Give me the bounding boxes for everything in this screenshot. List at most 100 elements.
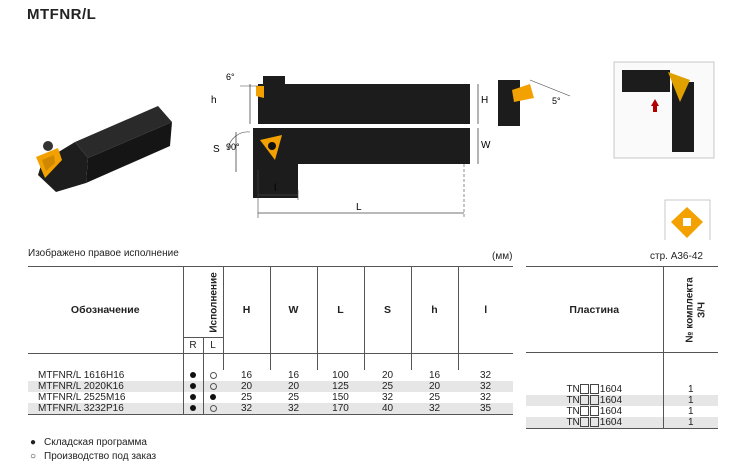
cell-L-len: 170: [317, 403, 365, 415]
specs-table: Обозначение Исполнение H W L S h l R L M…: [28, 266, 514, 415]
col-h: h: [410, 266, 459, 354]
cell-h: 25: [428, 392, 441, 403]
placeholder-box-icon: [590, 384, 600, 395]
cell-H: 20: [223, 381, 271, 392]
cell-W: 32: [270, 403, 318, 415]
tool-3d-image: [36, 106, 172, 192]
tool-drawing: h H S W l L 6° 90° 5°: [36, 61, 715, 240]
cell-L: [202, 381, 224, 392]
placeholder-box-icon: [590, 395, 600, 406]
side-view: [240, 76, 479, 124]
dim-h: h: [211, 95, 217, 106]
order-marker-icon: [209, 371, 217, 379]
legend-stock: ●Складская программа: [30, 437, 147, 448]
cell-L: [202, 392, 224, 403]
placeholder-box-icon: [580, 384, 590, 395]
page-title: MTFNR/L: [27, 6, 97, 23]
col-L: L: [316, 266, 365, 354]
cell-l: 35: [458, 403, 514, 415]
cell-L-len: 125: [317, 381, 365, 392]
col-W: W: [269, 266, 318, 354]
stock-marker-icon: [210, 394, 217, 401]
legend-order: ○Производство под заказ: [30, 451, 157, 462]
stock-marker-icon: [190, 372, 196, 379]
col-designation: Обозначение: [28, 266, 183, 354]
angle-5: 5°: [552, 96, 561, 106]
cell-kit: 1: [662, 406, 718, 417]
cell-S: 25: [364, 381, 412, 392]
cell-L-len: 150: [332, 392, 349, 403]
stock-marker-icon: [190, 383, 196, 390]
order-marker-icon: [209, 382, 217, 390]
table-row: MTFNR/L 2525M16 25 25 150 32 25 32: [28, 392, 513, 403]
dim-l: l: [274, 183, 276, 194]
dim-L: L: [356, 202, 362, 213]
placeholder-box-icon: [580, 417, 590, 428]
top-view: [227, 128, 479, 218]
placeholder-box-icon: [580, 395, 590, 406]
cell-R: [182, 403, 203, 415]
cell-kit: 1: [662, 395, 718, 406]
cell-L-len: 100: [332, 370, 349, 381]
cell-H: 16: [240, 370, 253, 381]
tool-photo: [613, 61, 715, 159]
cell-kit: 1: [662, 417, 718, 429]
cell-l: 32: [479, 370, 492, 381]
dim-W: W: [481, 140, 491, 151]
placeholder-box-icon: [590, 406, 600, 417]
cell-kit: 1: [662, 384, 718, 395]
angle-90: 90°: [226, 142, 240, 152]
cell-S: 20: [381, 370, 394, 381]
cell-l: 32: [458, 381, 514, 392]
cell-h: 20: [411, 381, 459, 392]
cell-H: 32: [223, 403, 271, 415]
col-H: H: [222, 266, 271, 354]
col-insert: Пластина: [526, 266, 663, 353]
angle-6: 6°: [226, 72, 235, 82]
cell-R: [182, 392, 203, 403]
cell-W: 20: [270, 381, 318, 392]
cell-R: [182, 381, 203, 392]
end-view: [498, 79, 571, 126]
units-label: (мм): [492, 251, 513, 262]
col-l: l: [457, 266, 514, 354]
table-row: MTFNR/L 1616H16 16 16 100 20 16 32: [28, 370, 513, 381]
cell-H: 25: [240, 392, 253, 403]
execution-note: Изображено правое исполнение: [28, 248, 179, 259]
dim-S: S: [213, 144, 220, 155]
placeholder-box-icon: [580, 406, 590, 417]
cell-W: 16: [287, 370, 300, 381]
cell-designation: MTFNR/L 2525M16: [38, 392, 126, 403]
col-L-sub: L: [202, 337, 224, 354]
cell-designation: MTFNR/L 1616H16: [38, 370, 125, 381]
order-marker-icon: [209, 404, 217, 412]
cell-S: 32: [381, 392, 394, 403]
col-S: S: [363, 266, 412, 354]
cell-designation: MTFNR/L 2020K16: [28, 381, 183, 392]
col-R-sub: R: [182, 337, 203, 354]
cell-l: 32: [479, 392, 492, 403]
stock-marker-icon: [190, 394, 196, 401]
col-execution: Исполнение: [182, 266, 224, 338]
insert-icon: [664, 199, 711, 240]
placeholder-box-icon: [590, 417, 600, 428]
cell-W: 25: [287, 392, 300, 403]
cell-R: [182, 370, 203, 381]
cell-S: 40: [364, 403, 412, 415]
cell-L: [202, 403, 224, 415]
cell-L: [202, 370, 224, 381]
cell-h: 16: [428, 370, 441, 381]
dim-H: H: [481, 95, 488, 106]
